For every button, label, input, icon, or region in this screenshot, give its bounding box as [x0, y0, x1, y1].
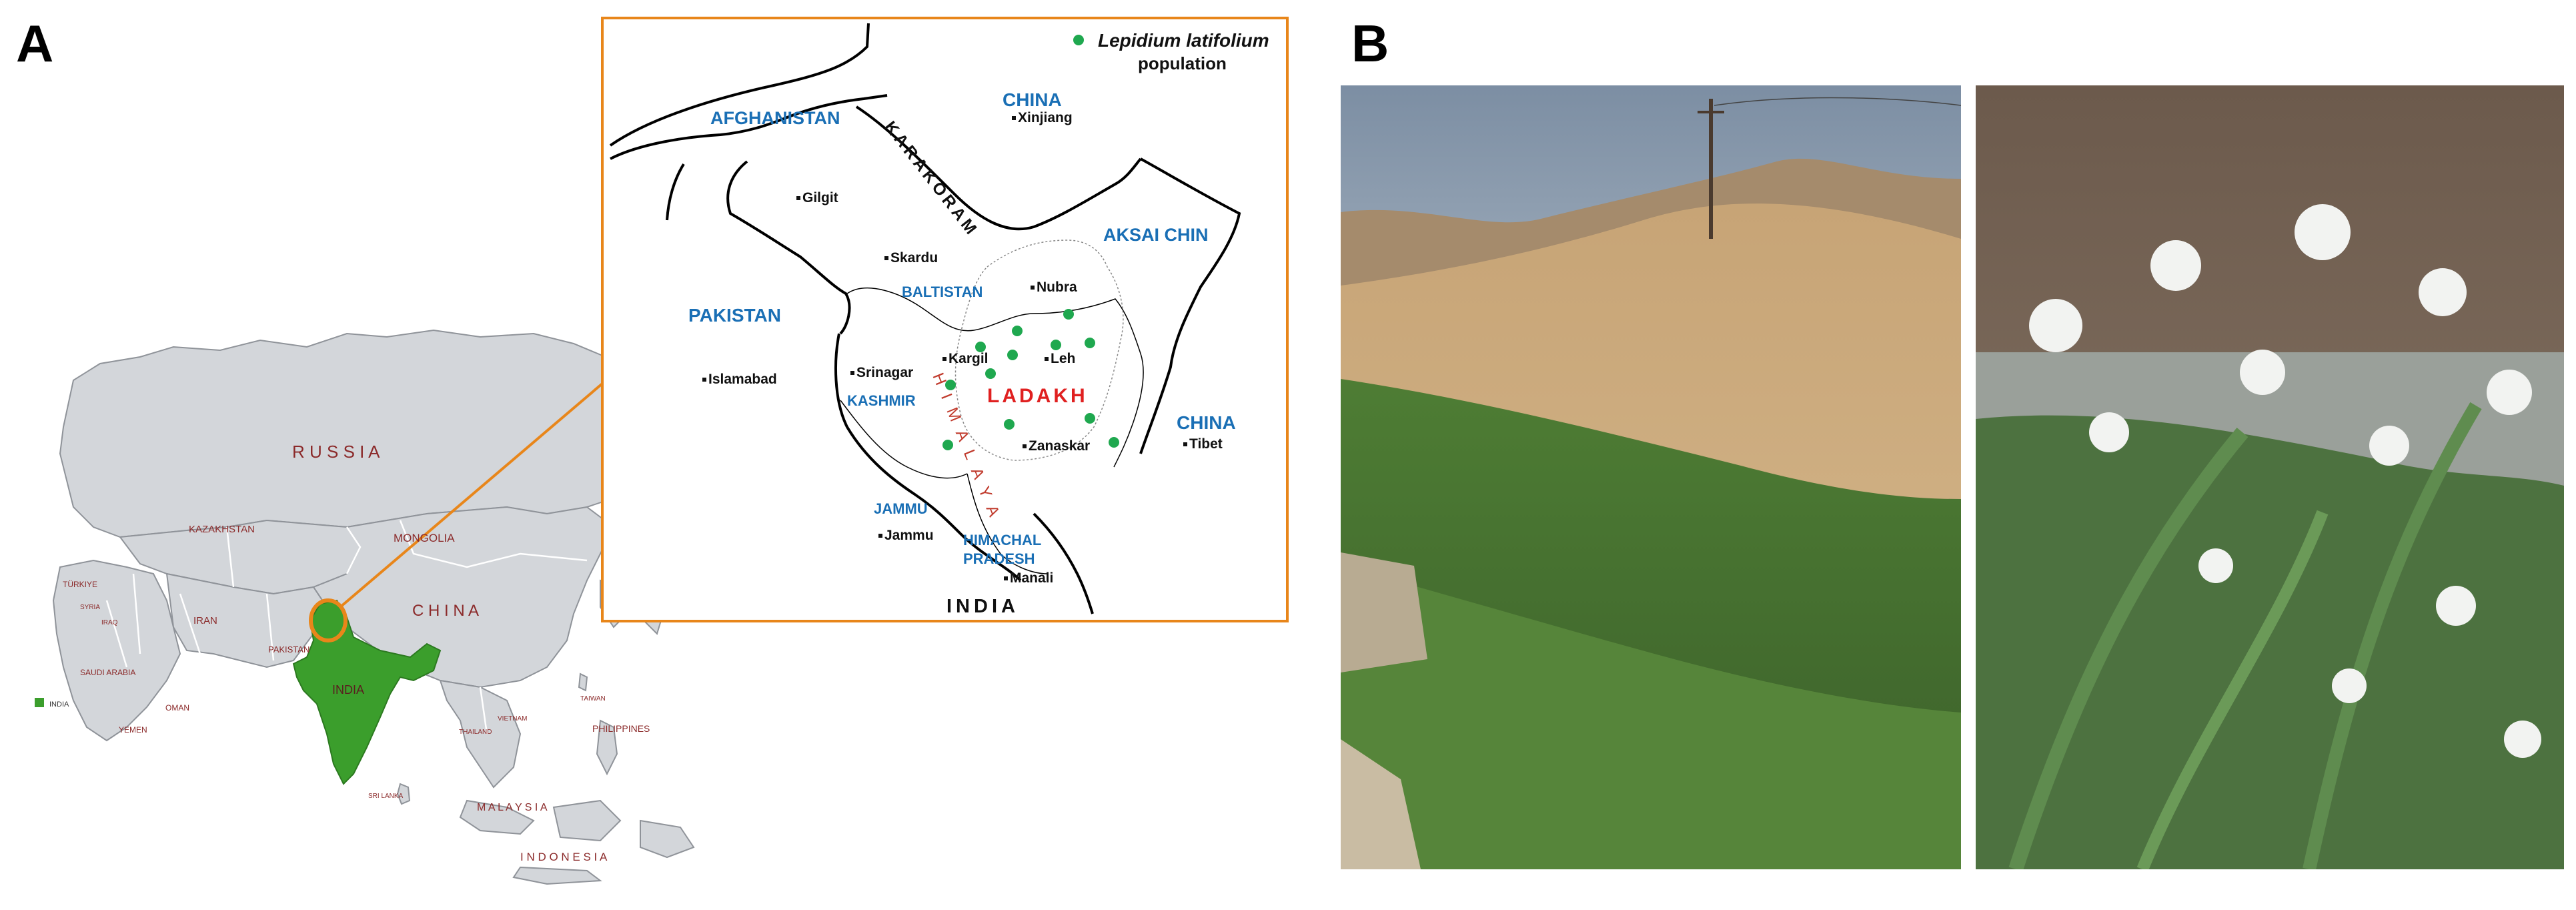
label-pakistan: PAKISTAN	[268, 644, 309, 654]
photo-landscape	[1341, 85, 1961, 869]
label-saudi-arabia: SAUDI ARABIA	[80, 668, 135, 677]
inset-outlines	[609, 23, 1241, 614]
label-indonesia: I N D O N E S I A	[520, 851, 608, 863]
population-dots	[942, 309, 1119, 450]
map-figure: R U S S I A KAZAKHSTAN MONGOLIA C H I N …	[35, 17, 1289, 885]
population-dot	[1085, 338, 1095, 348]
place-gilgit: Gilgit	[802, 190, 838, 205]
label-pradesh: PRADESH	[963, 550, 1035, 567]
label-iraq: IRAQ	[101, 619, 118, 626]
label-thailand: THAILAND	[459, 729, 492, 736]
legend-dot	[1073, 35, 1084, 45]
inset-place-labels: Xinjiang Gilgit Skardu Nubra Kargil Leh …	[702, 110, 1223, 586]
inset-region-labels: CHINA AFGHANISTAN AKSAI CHIN PAKISTAN BA…	[688, 89, 1236, 567]
legend-label-india: INDIA	[49, 701, 69, 709]
place-marker-tibet	[1183, 442, 1187, 446]
label-china: C H I N A	[412, 602, 479, 620]
label-vietnam: VIETNAM	[498, 715, 527, 723]
inset-inner-boundaries	[840, 288, 1144, 574]
population-dot	[1085, 413, 1095, 424]
label-mongolia: MONGOLIA	[394, 532, 455, 544]
label-turkiye: TÜRKIYE	[63, 580, 97, 589]
label-kazakhstan: KAZAKHSTAN	[189, 524, 255, 535]
place-marker-jammu	[878, 534, 882, 538]
inset-connector-top	[339, 382, 604, 608]
label-himachal: HIMACHAL	[963, 532, 1041, 548]
place-srinagar: Srinagar	[856, 365, 913, 380]
place-marker-zanaskar	[1023, 444, 1027, 448]
label-taiwan: TAIWAN	[580, 695, 606, 703]
population-dot	[985, 368, 996, 379]
label-china-right: CHINA	[1177, 412, 1236, 433]
place-marker-islamabad	[702, 378, 706, 382]
population-dot	[942, 440, 953, 450]
place-nubra: Nubra	[1037, 280, 1077, 295]
population-dot	[1012, 326, 1023, 336]
label-india-inset: INDIA	[946, 596, 1019, 617]
place-manali: Manali	[1010, 570, 1053, 586]
place-marker-leh	[1045, 357, 1049, 361]
population-dot	[1051, 340, 1061, 350]
place-marker-nubra	[1031, 286, 1035, 290]
label-sri-lanka: SRI LANKA	[368, 793, 404, 800]
place-zanaskar: Zanaskar	[1029, 438, 1090, 454]
place-marker-skardu	[884, 256, 888, 260]
population-dot	[975, 342, 986, 352]
india-highlight	[292, 599, 442, 785]
panel-label-a: A	[16, 14, 54, 73]
label-yemen: YEMEN	[119, 725, 147, 735]
label-oman: OMAN	[165, 703, 189, 713]
asia-borders	[105, 520, 588, 735]
place-marker-xinjiang	[1012, 116, 1016, 120]
population-dot	[945, 380, 956, 390]
label-ladakh: LADAKH	[987, 385, 1088, 407]
panel-label-b: B	[1351, 14, 1389, 73]
place-skardu: Skardu	[890, 250, 938, 266]
label-jammu-region: JAMMU	[874, 500, 928, 517]
legend-species: Lepidium latifolium	[1098, 30, 1269, 51]
place-xinjiang: Xinjiang	[1018, 110, 1073, 125]
place-marker-kargil	[942, 357, 946, 361]
label-malaysia: M A L A Y S I A	[477, 802, 548, 813]
label-afghanistan: AFGHANISTAN	[710, 108, 840, 128]
inset-frame	[601, 17, 1289, 622]
label-kashmir: KASHMIR	[847, 392, 916, 409]
place-tibet: Tibet	[1189, 436, 1223, 452]
ladakh-boundary	[954, 240, 1124, 461]
label-philippines: PHILIPPINES	[592, 723, 650, 734]
label-baltistan: BALTISTAN	[902, 284, 983, 300]
place-leh: Leh	[1051, 351, 1075, 366]
ladakh-highlight-circle	[309, 598, 348, 642]
population-dot	[1004, 419, 1015, 430]
place-jammu: Jammu	[884, 528, 934, 543]
population-dot	[1109, 437, 1119, 448]
label-russia: R U S S I A	[292, 442, 380, 462]
label-india: INDIA	[332, 683, 364, 697]
label-iran: IRAN	[193, 615, 217, 626]
label-pakistan-inset: PAKISTAN	[688, 305, 781, 326]
place-marker-gilgit	[796, 196, 800, 200]
place-islamabad: Islamabad	[708, 372, 777, 387]
population-dot	[1007, 350, 1018, 360]
label-syria: SYRIA	[80, 604, 100, 611]
place-marker-srinagar	[850, 371, 854, 375]
label-aksai-chin: AKSAI CHIN	[1103, 225, 1209, 245]
photo-flowers	[1976, 85, 2564, 869]
legend-swatch-india	[35, 698, 44, 707]
label-china-top: CHINA	[1003, 89, 1062, 110]
population-dot	[1063, 309, 1074, 320]
place-marker-manali	[1004, 576, 1008, 580]
place-kargil: Kargil	[948, 351, 989, 366]
legend-population: population	[1138, 53, 1227, 73]
